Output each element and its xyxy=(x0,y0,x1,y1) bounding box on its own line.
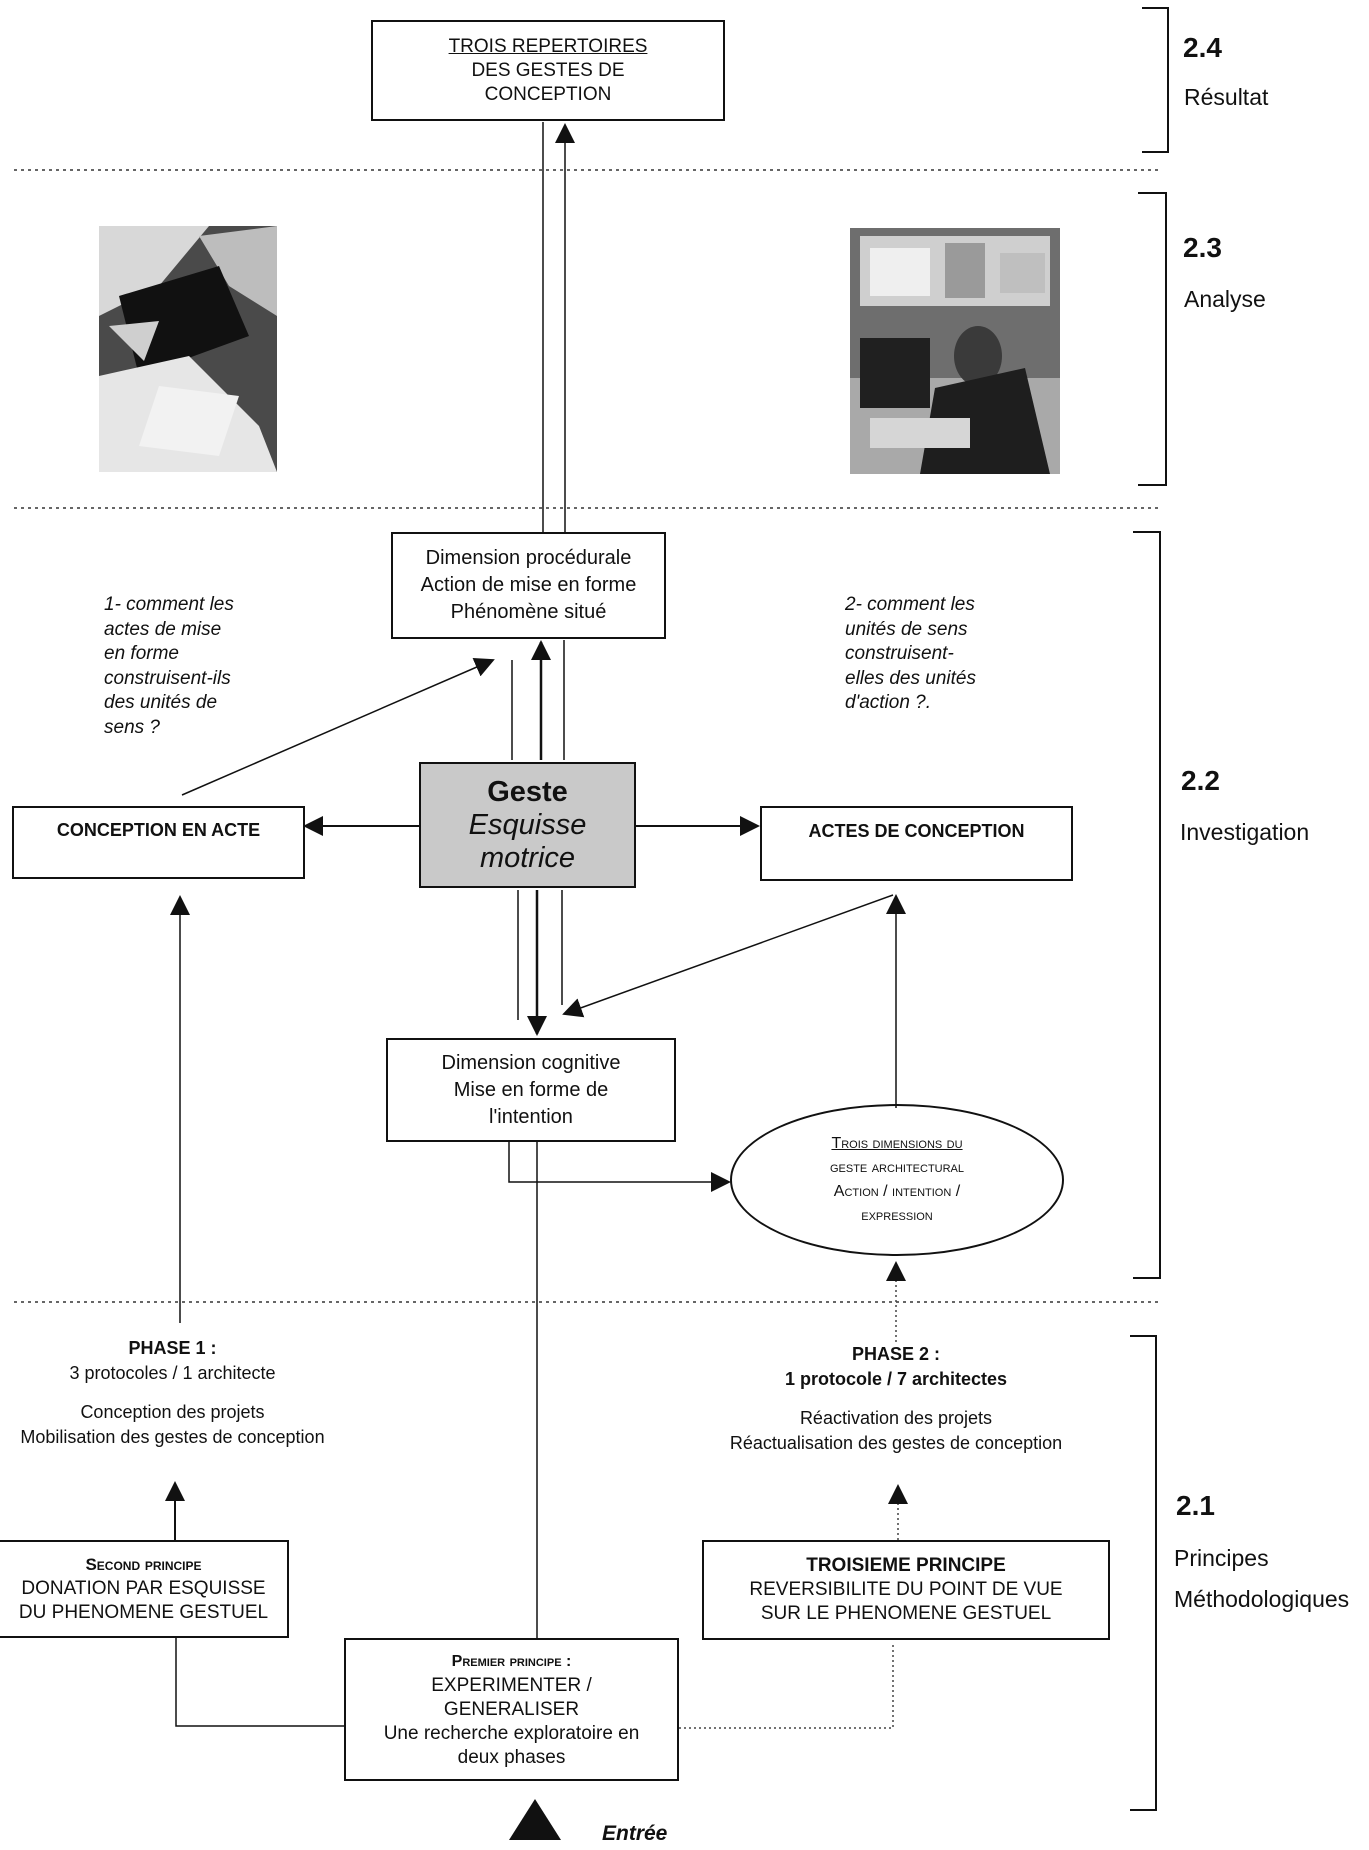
first-principle-line: EXPERIMENTER / xyxy=(431,1674,592,1696)
phase-1-subtitle: 3 protocoles / 1 architecte xyxy=(69,1363,276,1383)
procedural-line: Phénomène situé xyxy=(450,601,607,623)
question-left-line: sens ? xyxy=(104,716,160,738)
phase-1-desc: Mobilisation des gestes de conception xyxy=(20,1427,325,1447)
second-principle-line: DU PHENOMENE GESTUEL xyxy=(18,1602,269,1623)
section-number-2-3: 2.3 xyxy=(1183,232,1222,263)
phase-1-block: PHASE 1 : 3 protocoles / 1 architecte Co… xyxy=(0,1336,345,1450)
section-number-2-4: 2.4 xyxy=(1183,32,1222,63)
first-principle-box: Premier principe : EXPERIMENTER / GENERA… xyxy=(344,1638,679,1781)
bracket-2-2 xyxy=(1133,531,1161,1279)
cognitive-dimension-box: Dimension cognitive Mise en forme de l'i… xyxy=(386,1038,676,1142)
second-principle-box: Second principe DONATION PAR ESQUISSE DU… xyxy=(0,1540,289,1638)
center-subtitle: motrice xyxy=(479,841,576,874)
bracket-2-3 xyxy=(1138,192,1167,486)
phase-2-desc: Réactualisation des gestes de conception xyxy=(729,1433,1063,1453)
section-label-analyse: Analyse xyxy=(1184,286,1266,312)
question-left-line: actes de mise xyxy=(104,618,222,640)
ellipse-line: expression xyxy=(861,1207,933,1224)
phase-2-title: PHASE 2 : xyxy=(851,1344,941,1364)
section-label-methodologiques: Méthodologiques xyxy=(1174,1586,1350,1612)
entry-label: Entrée xyxy=(602,1822,668,1845)
question-right-line: unités de sens xyxy=(845,618,968,640)
question-left-line: des unités de xyxy=(104,692,218,713)
first-principle-line: GENERALISER xyxy=(443,1698,580,1720)
procedural-line: Dimension procédurale xyxy=(425,547,632,569)
first-principle-line: deux phases xyxy=(457,1746,566,1768)
phase-2-desc: Réactivation des projets xyxy=(799,1408,993,1428)
center-title: Geste xyxy=(487,775,568,808)
ellipse-line: Action / intention / xyxy=(833,1183,961,1200)
third-principle-line: REVERSIBILITE DU POINT DE VUE xyxy=(749,1579,1063,1600)
cognitive-line: Mise en forme de xyxy=(453,1078,609,1101)
phase-2-subtitle: 1 protocole / 7 architectes xyxy=(784,1369,1008,1389)
second-principle-line: DONATION PAR ESQUISSE xyxy=(21,1578,266,1599)
center-geste-box: Geste Esquisse motrice xyxy=(419,762,636,888)
section-label-principes: Principes xyxy=(1174,1545,1269,1571)
ellipse-line: geste architectural xyxy=(829,1159,965,1176)
cognitive-line: l'intention xyxy=(489,1105,573,1128)
procedural-line: Action de mise en forme xyxy=(420,574,637,596)
phase-1-title: PHASE 1 : xyxy=(128,1338,217,1358)
section-number-2-1: 2.1 xyxy=(1176,1490,1215,1521)
result-box-line: DES GESTES DE xyxy=(471,59,625,81)
first-principle-line: Une recherche exploratoire en xyxy=(383,1722,640,1744)
question-left: 1- comment les actes de mise en forme co… xyxy=(104,593,234,740)
result-box-line: TROIS REPERTOIRES xyxy=(448,35,648,57)
section-label-investigation: Investigation xyxy=(1180,819,1310,845)
actes-de-conception-label: ACTES DE CONCEPTION xyxy=(808,821,1025,841)
three-dimensions-ellipse: Trois dimensions du geste architectural … xyxy=(730,1104,1064,1256)
second-principle-title: Second principe xyxy=(85,1555,202,1574)
question-right-line: 2- comment les xyxy=(845,594,975,615)
third-principle-box: TROISIEME PRINCIPE REVERSIBILITE DU POIN… xyxy=(702,1540,1110,1640)
photo-sketching-hands xyxy=(99,226,277,472)
question-right: 2- comment les unités de sens construise… xyxy=(845,593,976,716)
conception-en-acte-box: CONCEPTION EN ACTE xyxy=(12,806,305,879)
conception-en-acte-label: CONCEPTION EN ACTE xyxy=(56,820,261,840)
question-right-line: construisent- xyxy=(845,643,954,664)
result-box-line: CONCEPTION xyxy=(484,83,612,105)
section-number-2-2: 2.2 xyxy=(1181,765,1220,796)
bracket-2-1 xyxy=(1130,1335,1157,1811)
question-right-line: d'action ?. xyxy=(845,692,932,713)
section-label-resultat: Résultat xyxy=(1184,84,1269,110)
result-box: TROIS REPERTOIRES DES GESTES DE CONCEPTI… xyxy=(371,20,725,121)
photo-architect-at-desk xyxy=(850,228,1060,474)
procedural-dimension-box: Dimension procédurale Action de mise en … xyxy=(391,532,666,639)
phase-1-desc: Conception des projets xyxy=(80,1402,265,1422)
center-subtitle: Esquisse xyxy=(468,808,587,841)
question-left-line: construisent-ils xyxy=(104,667,231,689)
cognitive-line: Dimension cognitive xyxy=(441,1051,621,1074)
third-principle-title: TROISIEME PRINCIPE xyxy=(806,1555,1006,1576)
ellipse-line: Trois dimensions du xyxy=(831,1135,963,1152)
entry-triangle xyxy=(509,1799,561,1840)
third-principle-line: SUR LE PHENOMENE GESTUEL xyxy=(760,1603,1052,1624)
bracket-2-4 xyxy=(1142,7,1169,153)
question-left-line: 1- comment les xyxy=(104,594,234,615)
question-right-line: elles des unités xyxy=(845,667,976,689)
question-left-line: en forme xyxy=(104,643,179,664)
first-principle-title: Premier principe : xyxy=(451,1652,572,1670)
actes-de-conception-box: ACTES DE CONCEPTION xyxy=(760,806,1073,881)
phase-2-block: PHASE 2 : 1 protocole / 7 architectes Ré… xyxy=(680,1342,1112,1456)
